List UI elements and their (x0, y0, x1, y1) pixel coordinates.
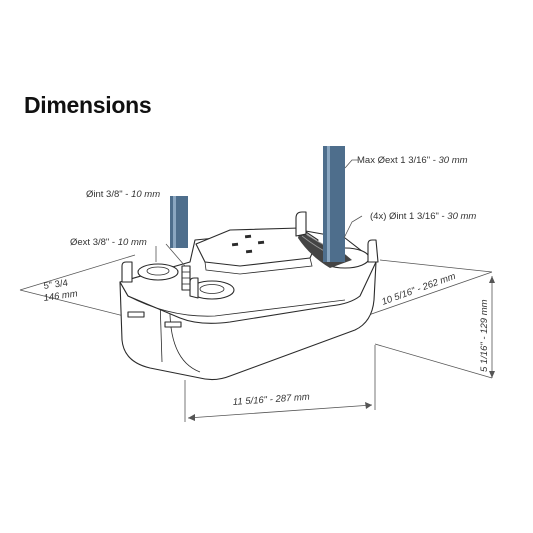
label-width: 11 5/16" - 287 mm (232, 392, 310, 408)
dimension-lines (19, 254, 495, 422)
label-height: 5 1/16" - 129 mm (479, 299, 490, 372)
label-depth-in: 5" 3/4 (43, 278, 69, 292)
tube-large (323, 146, 345, 262)
leader-lines (155, 159, 363, 267)
vent-mark-right (257, 240, 265, 245)
vent-mark-left (231, 242, 239, 247)
label-depth-mm: 146 mm (43, 288, 79, 304)
pump-body (119, 211, 379, 381)
label-int-4x: (4x) Øint 1 3/16" - 30 mm (370, 211, 476, 222)
vent-mark-top (244, 234, 252, 239)
tube-small (170, 196, 188, 248)
label-length: 10 5/16" - 262 mm (380, 271, 457, 308)
dimension-labels: Max Øext 1 3/16" - 30 mm (4x) Øint 1 3/1… (43, 155, 490, 408)
vent-mark-bottom (245, 249, 253, 254)
page-title: Dimensions (24, 92, 152, 118)
label-ext-3-8: Øext 3/8" - 10 mm (70, 237, 147, 248)
label-int-3-8: Øint 3/8" - 10 mm (86, 189, 160, 200)
label-max-ext: Max Øext 1 3/16" - 30 mm (357, 155, 468, 166)
